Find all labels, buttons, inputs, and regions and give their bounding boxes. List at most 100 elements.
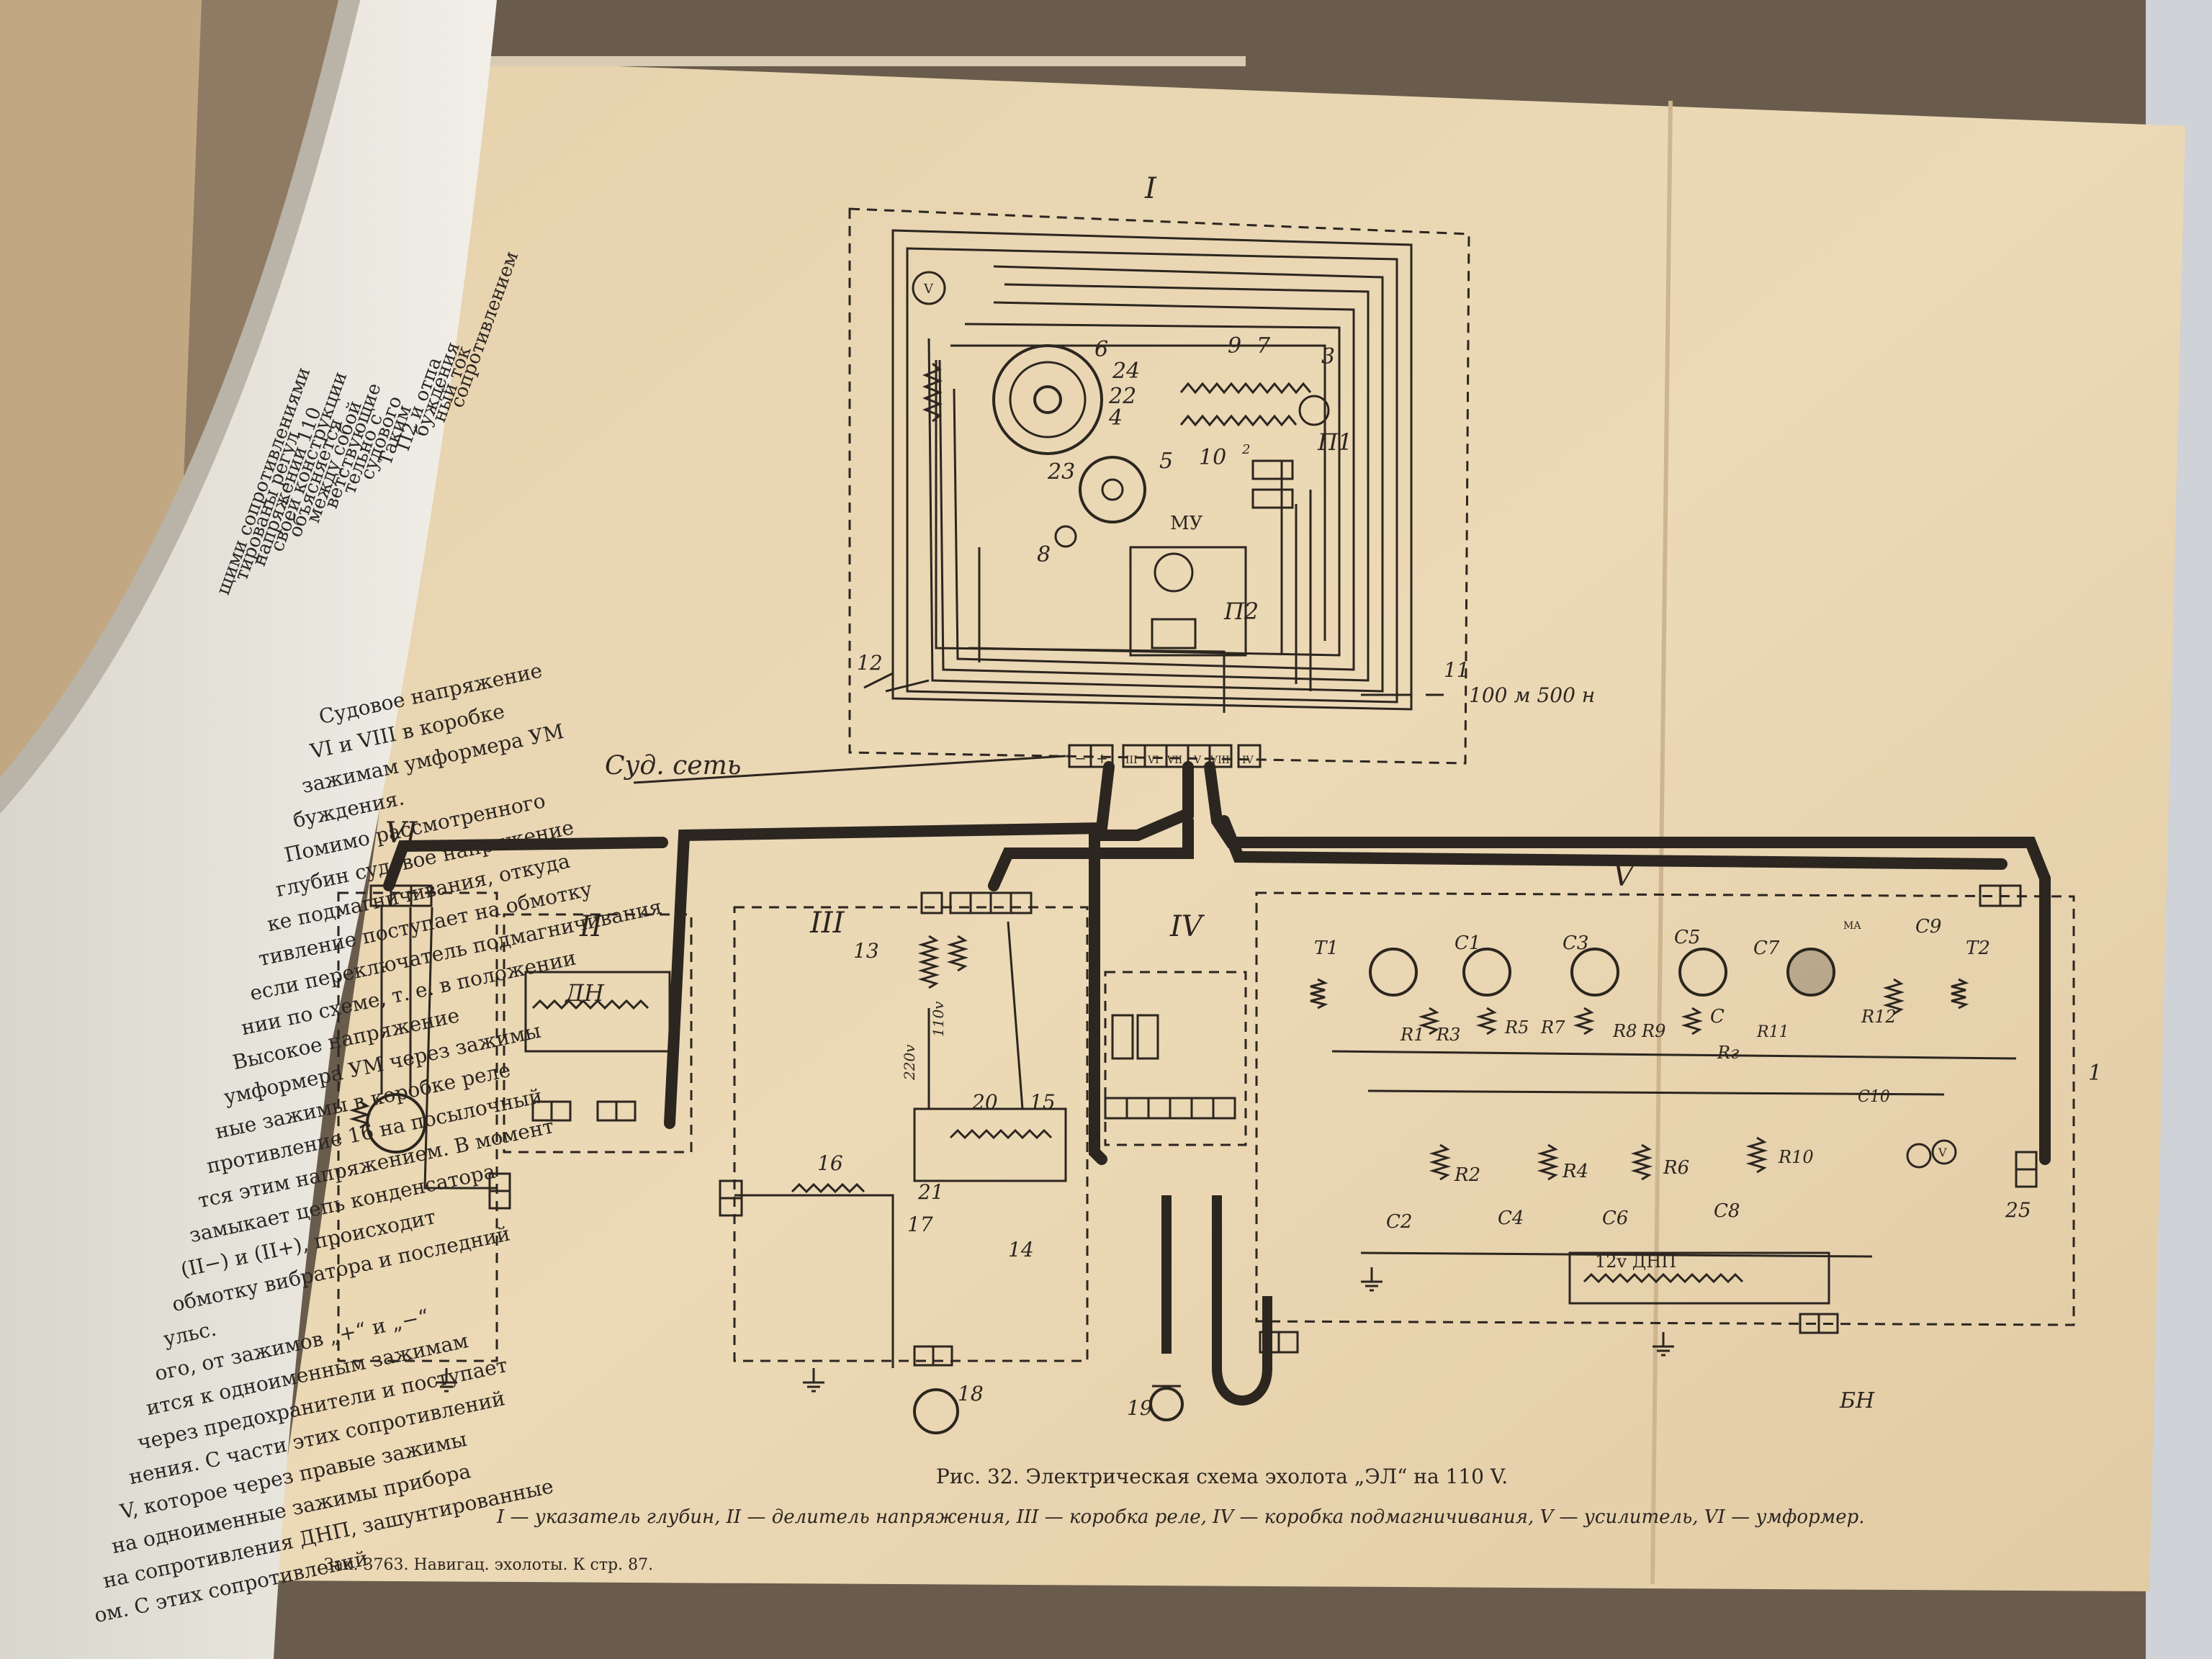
block-IV-border — [1104, 971, 1247, 1146]
resistor-16 — [791, 1182, 866, 1194]
amplifier-tubes — [1369, 948, 1835, 997]
item-3 — [1298, 395, 1330, 426]
dn-divider — [524, 971, 671, 1053]
amp-T2: T2 — [1966, 938, 1990, 959]
mu-unit — [1129, 546, 1247, 657]
num-21: 21 — [917, 1180, 944, 1204]
cable-loop — [1212, 1195, 1272, 1406]
amp-R2: R2 — [1454, 1164, 1480, 1186]
block-I-wiring — [891, 229, 1413, 713]
num-19: 19 — [1127, 1396, 1153, 1420]
umformer-coil — [349, 1100, 372, 1129]
block-IV-terminals — [1104, 1097, 1236, 1120]
dn-resistor — [531, 999, 649, 1010]
depth-dial-inner — [1009, 361, 1087, 439]
label-dn: ДН — [564, 979, 605, 1007]
num-23: 23 — [1047, 459, 1075, 485]
num-12: 12 — [857, 651, 883, 675]
block-II-border — [503, 913, 693, 1154]
num-2: 2 — [1241, 442, 1250, 457]
block-I-border — [848, 207, 1470, 765]
main-cables — [383, 761, 2051, 1165]
terminal-VIII: VIII — [1210, 755, 1230, 766]
num-24: 24 — [1112, 359, 1140, 384]
amp-R6: R6 — [1663, 1157, 1689, 1179]
resistor-13b — [946, 935, 969, 972]
amp-R8: R8 — [1612, 1021, 1637, 1041]
num-16: 16 — [817, 1151, 843, 1175]
motor-dial — [1079, 456, 1146, 523]
footer-note: Зак. 3763. Навигац. эхолоты. К стр. 87. — [324, 1556, 653, 1574]
amp-C1: C1 — [1455, 932, 1480, 954]
block-VI-terminals — [369, 884, 433, 907]
label-block-I: I — [1144, 172, 1157, 205]
amp-C10: C10 — [1858, 1088, 1890, 1106]
amp-MA: MA — [1843, 920, 1861, 932]
amp-C: C — [1710, 1006, 1725, 1028]
block-VI-wires — [380, 907, 497, 1190]
terminal-minus: − — [1074, 750, 1087, 767]
block-VI-border — [337, 891, 498, 1362]
num-6: 6 — [1094, 337, 1108, 362]
p2-block — [1151, 618, 1197, 649]
label-p1: П1 — [1317, 428, 1352, 456]
amp-C5: C5 — [1674, 927, 1700, 948]
ground-symbols — [436, 1267, 1674, 1393]
block-IV-relay — [1111, 1014, 1134, 1060]
terminal-III: III — [1125, 755, 1138, 766]
transformer-T2 — [1951, 978, 1969, 1010]
amp-C4: C4 — [1498, 1208, 1524, 1229]
num-18: 18 — [958, 1382, 984, 1406]
relay-box — [913, 1107, 1067, 1182]
num-8: 8 — [1037, 542, 1051, 567]
label-bn: БН — [1839, 1388, 1875, 1413]
terminal-plus: + — [1096, 750, 1108, 767]
num-10: 10 — [1199, 445, 1226, 470]
amp-C7: C7 — [1753, 938, 1780, 959]
amp-C2: C2 — [1386, 1211, 1412, 1233]
figure-caption: Рис. 32. Электрическая схема эхолота „ЭЛ… — [324, 1465, 1865, 1574]
transformer-T1 — [1310, 978, 1328, 1010]
switch-12 — [863, 672, 930, 693]
terminal-VII: VII — [1166, 755, 1182, 766]
transducer-19 — [1149, 1387, 1184, 1421]
num-4: 4 — [1108, 405, 1123, 431]
label-range: 100 м 500 н — [1469, 683, 1595, 707]
p1-contact-lower — [1251, 488, 1294, 509]
num-3: 3 — [1321, 344, 1335, 369]
num-17: 17 — [907, 1213, 933, 1236]
amplifier-voltmeter — [1931, 1139, 1957, 1165]
num-25: 25 — [2005, 1198, 2031, 1222]
amp-C6: C6 — [1602, 1208, 1628, 1229]
label-dnp: 12v ДНП — [1595, 1251, 1676, 1272]
voltmeter-label: V — [923, 282, 934, 297]
terminal-V: V — [1193, 755, 1202, 766]
label-p2: П2 — [1223, 598, 1259, 625]
block-III-wires — [734, 921, 1024, 1368]
tuning-indicator — [1789, 950, 1833, 994]
block-V-border — [1255, 891, 2075, 1326]
resistor-13 — [917, 935, 940, 989]
p1-contact-upper — [1251, 459, 1294, 480]
num-7: 7 — [1256, 333, 1271, 359]
amplifier-bus — [1331, 1050, 2017, 1258]
amp-R4: R4 — [1562, 1161, 1588, 1182]
label-block-III: III — [809, 907, 845, 940]
left-page — [0, 0, 497, 1659]
terminal-VI: VI — [1147, 755, 1159, 766]
num-9: 9 — [1228, 333, 1241, 359]
mains-line — [633, 755, 1066, 784]
amp-T1: T1 — [1314, 938, 1339, 959]
loop-terminals — [1259, 1331, 1299, 1354]
block-I-terminal-strip — [1068, 744, 1262, 768]
label-relay-220v: 220v — [901, 1044, 918, 1081]
block-II-terminals — [488, 1100, 637, 1210]
block-V-terminals — [1799, 884, 2038, 1334]
caption-title: Рис. 32. Электрическая схема эхолота „ЭЛ… — [936, 1465, 1508, 1488]
block-III-terminals — [719, 891, 1033, 1367]
terminal-IV: IV — [1242, 755, 1254, 766]
amplifier-resistors — [1418, 978, 1905, 1181]
